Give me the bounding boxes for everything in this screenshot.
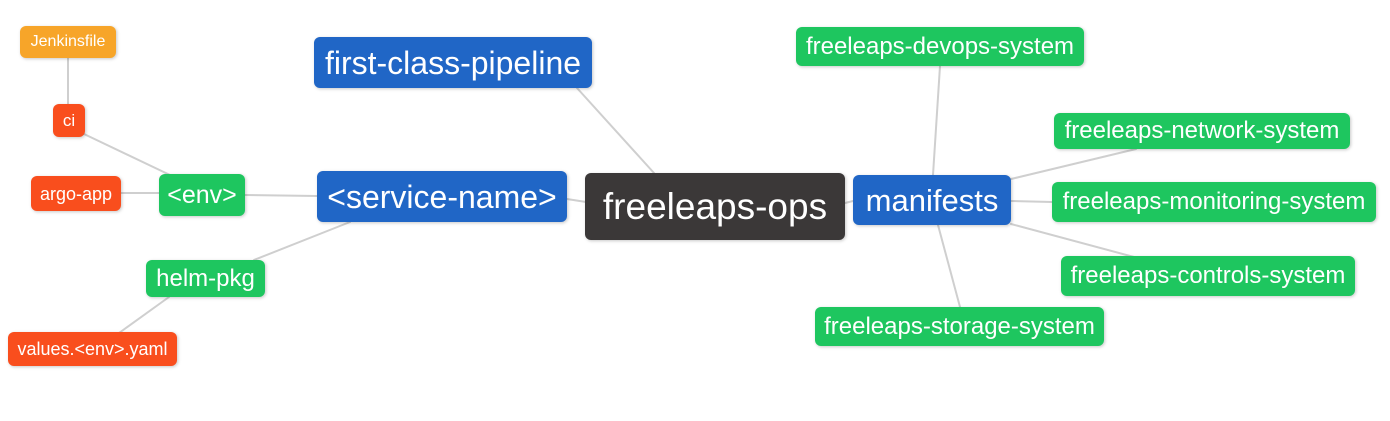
- edge-env-to-service-name: [244, 194, 318, 197]
- node-argo-app[interactable]: argo-app: [31, 176, 121, 211]
- node-values-env-yaml[interactable]: values.<env>.yaml: [8, 332, 177, 366]
- node-ci[interactable]: ci: [53, 104, 85, 137]
- edge-freeleaps-ops-to-manifests: [844, 200, 854, 204]
- edge-first-class-pipeline-to-freeleaps-ops: [576, 87, 655, 174]
- node-jenkinsfile[interactable]: Jenkinsfile: [20, 26, 116, 58]
- edge-manifests-to-freeleaps-monitoring-system: [1010, 200, 1053, 203]
- node-env[interactable]: <env>: [159, 174, 245, 216]
- node-freeleaps-monitoring-system[interactable]: freeleaps-monitoring-system: [1052, 182, 1376, 222]
- node-first-class-pipeline[interactable]: first-class-pipeline: [314, 37, 592, 88]
- node-service-name[interactable]: <service-name>: [317, 171, 567, 222]
- edge-manifests-to-freeleaps-controls-system: [1010, 223, 1135, 258]
- edge-ci-to-env: [83, 133, 171, 176]
- node-freeleaps-storage-system[interactable]: freeleaps-storage-system: [815, 307, 1104, 346]
- edge-service-name-to-helm-pkg: [253, 221, 351, 261]
- edge-service-name-to-freeleaps-ops: [566, 198, 587, 203]
- edge-helm-pkg-to-values-env-yaml: [118, 296, 170, 334]
- edge-manifests-to-freeleaps-network-system: [1010, 148, 1137, 180]
- edge-manifests-to-freeleaps-storage-system: [937, 224, 961, 308]
- node-freeleaps-ops[interactable]: freeleaps-ops: [585, 173, 845, 240]
- edge-manifests-to-freeleaps-devops-system: [932, 65, 941, 176]
- node-freeleaps-controls-system[interactable]: freeleaps-controls-system: [1061, 256, 1355, 296]
- node-helm-pkg[interactable]: helm-pkg: [146, 260, 265, 297]
- node-freeleaps-network-system[interactable]: freeleaps-network-system: [1054, 113, 1350, 149]
- node-manifests[interactable]: manifests: [853, 175, 1011, 225]
- node-freeleaps-devops-system[interactable]: freeleaps-devops-system: [796, 27, 1084, 66]
